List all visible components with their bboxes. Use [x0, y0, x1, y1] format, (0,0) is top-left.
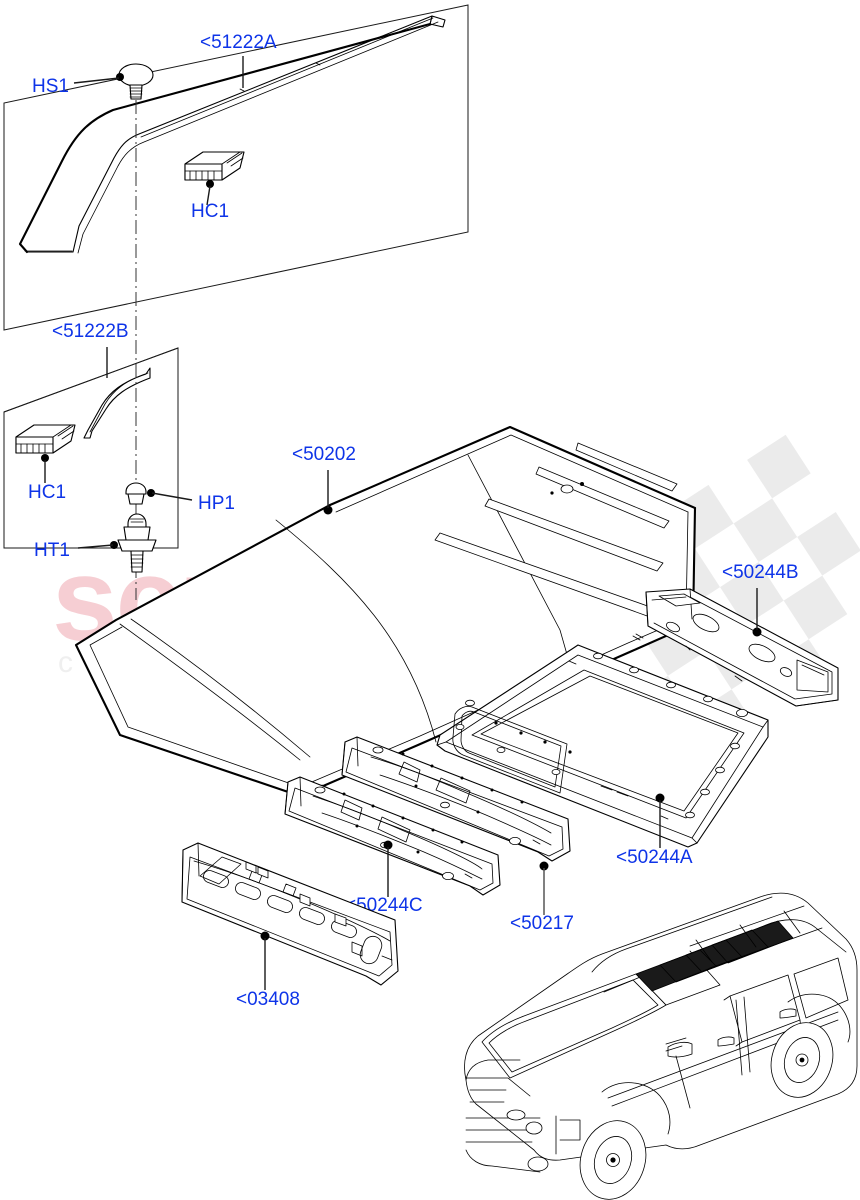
- sunroof-frame-holes: [455, 652, 748, 819]
- callout-50217: <50217: [510, 913, 574, 934]
- part-plug-hp1: [125, 482, 155, 505]
- leader-dot-50244a: [655, 793, 665, 803]
- leader-hs1: [73, 77, 120, 84]
- part-clip-hc1-lower: [15, 424, 76, 462]
- callout-hc1-upper: HC1: [191, 201, 229, 222]
- callout-50244b: <50244B: [722, 562, 799, 583]
- callout-50202: <50202: [292, 444, 356, 465]
- leader-dot-50217: [539, 861, 549, 871]
- callout-50244a: <50244A: [616, 847, 693, 868]
- header-slot-holes: [203, 870, 383, 965]
- leader-hc1-upper: [206, 185, 211, 206]
- callout-hc1-lower: HC1: [28, 482, 66, 503]
- callout-hs1: HS1: [32, 76, 69, 97]
- callout-51222b: <51222B: [52, 321, 129, 342]
- callout-ht1: HT1: [34, 540, 70, 561]
- vehicle-roof-rack: [689, 905, 823, 969]
- part-sunroof-frame: [436, 644, 769, 848]
- callout-51222a: <51222A: [200, 32, 277, 53]
- leader-dot-50244c: [383, 840, 393, 850]
- part-screw-hs1: [116, 63, 154, 100]
- callout-03408: <03408: [236, 989, 300, 1010]
- part-roof-bow-front: [284, 776, 501, 896]
- part-stud-ht1: [110, 513, 157, 573]
- vehicle-rear-wheel: [770, 1022, 834, 1098]
- antenna-holes: [550, 482, 584, 495]
- leader-dot-50202: [323, 505, 333, 515]
- roof-rib-group: [434, 442, 678, 618]
- part-roof-header-rail: [341, 736, 571, 862]
- inset-panel-roof-rail-short: [3, 347, 179, 549]
- vehicle-front-wheel: [579, 1120, 647, 1200]
- part-roof-bow-rear: [645, 588, 839, 707]
- leader-hp1: [151, 492, 193, 501]
- part-roof-rail-long: [18, 15, 446, 254]
- vehicle-illustration: [464, 892, 858, 1200]
- part-roof-rail-short: [83, 367, 151, 439]
- callout-hp1: HP1: [198, 493, 235, 514]
- leader-ht1: [77, 544, 114, 549]
- part-windscreen-header: [181, 842, 399, 986]
- part-clip-hc1-upper: [184, 151, 245, 188]
- leader-dot-50244b: [752, 627, 762, 637]
- inset-panel-roof-rail-long: [3, 4, 469, 331]
- leader-dot-03408: [260, 931, 270, 941]
